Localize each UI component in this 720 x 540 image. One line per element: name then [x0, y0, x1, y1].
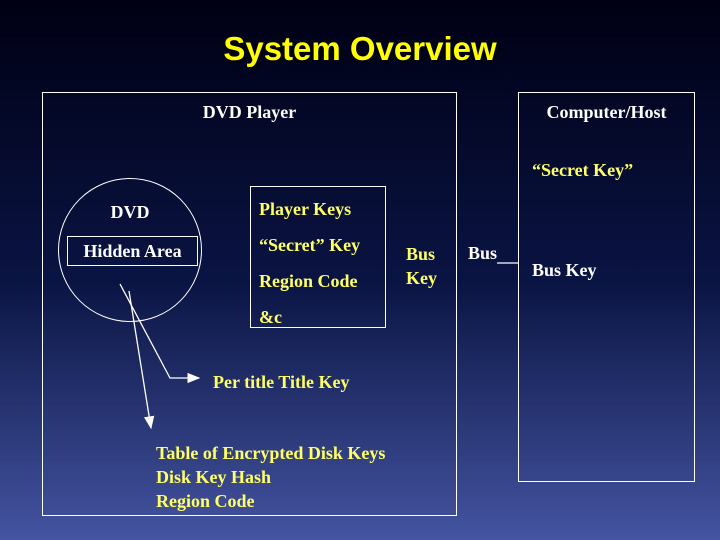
player-keys-item-region-code: Region Code: [259, 271, 358, 291]
disk-info-block: Table of Encrypted Disk Keys Disk Key Ha…: [156, 441, 385, 513]
hidden-area-box: Hidden Area: [67, 236, 198, 266]
player-keys-box: Player Keys “Secret” Key Region Code &c: [250, 186, 386, 328]
player-keys-title: Player Keys: [259, 199, 352, 219]
player-bus-key-line2: Key: [406, 268, 437, 288]
disk-info-line-region: Region Code: [156, 491, 255, 511]
dvd-player-box: DVD Player: [42, 92, 457, 516]
dvd-label: DVD: [110, 202, 150, 222]
hidden-area-label: Hidden Area: [83, 240, 182, 261]
player-keys-item-secret-key: “Secret” Key: [259, 235, 361, 255]
host-secret-key-label: “Secret Key”: [532, 160, 634, 180]
host-bus-key-label: Bus Key: [532, 260, 597, 280]
player-bus-key-label: Bus Key: [406, 242, 437, 290]
player-keys-item-etc: &c: [259, 307, 282, 327]
computer-host-label: Computer/Host: [546, 102, 667, 122]
disk-info-line-hash: Disk Key Hash: [156, 467, 272, 487]
disk-info-line-table: Table of Encrypted Disk Keys: [156, 443, 386, 463]
player-bus-key-line1: Bus: [406, 244, 436, 264]
bus-label: Bus: [468, 243, 498, 263]
computer-host-box: Computer/Host: [518, 92, 695, 482]
dvd-player-label: DVD Player: [202, 102, 297, 122]
per-title-key-label: Per title Title Key: [213, 372, 350, 392]
slide-title: System Overview: [223, 30, 497, 67]
